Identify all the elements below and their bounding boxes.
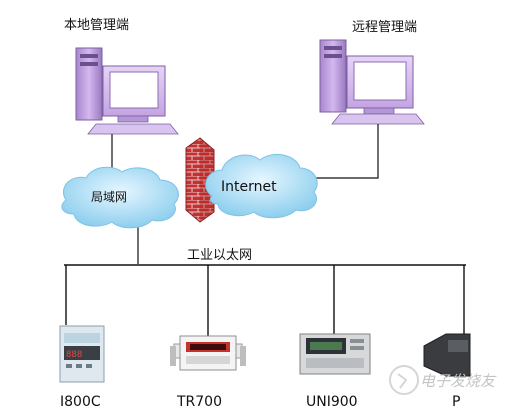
device-label-p: P — [452, 394, 461, 410]
drive-slot — [80, 54, 98, 58]
watermark-logo-icon — [389, 365, 419, 395]
drive-slot — [80, 62, 98, 66]
monitor-stand — [117, 115, 149, 123]
monitor-screen — [109, 71, 159, 109]
device-p — [423, 333, 471, 377]
device-uni900 — [299, 333, 371, 375]
remote-computer — [319, 39, 425, 125]
remote-admin-label: 远程管理端 — [352, 20, 418, 35]
drive-slot — [324, 46, 342, 50]
monitor-screen — [353, 61, 407, 101]
local-computer — [75, 47, 179, 135]
device-tr700 — [170, 335, 246, 371]
svg-text:888: 888 — [66, 350, 82, 360]
local-admin-label: 本地管理端 — [64, 18, 130, 33]
remote-to-internet-line — [308, 124, 379, 179]
keyboard — [87, 123, 179, 135]
device-label-i800c: I800C — [60, 394, 101, 410]
device-label-uni900: UNI900 — [306, 394, 358, 410]
monitor-stand — [363, 107, 395, 115]
watermark-text: 电子发烧友 — [420, 372, 496, 390]
keyboard — [331, 113, 425, 125]
device-i800c: 888 — [59, 325, 105, 383]
internet-cloud — [205, 153, 318, 219]
internet-label: Internet — [221, 179, 277, 195]
drive-slot — [324, 54, 342, 58]
lan-cloud — [61, 166, 179, 229]
industrial-bus — [64, 264, 466, 336]
pc-tower — [75, 47, 103, 121]
firewall — [185, 137, 215, 223]
device-label-tr700: TR700 — [177, 394, 223, 410]
pc-tower — [319, 39, 347, 113]
lan-label: 局域网 — [91, 190, 128, 204]
industrial-ethernet-label: 工业以太网 — [187, 248, 253, 263]
